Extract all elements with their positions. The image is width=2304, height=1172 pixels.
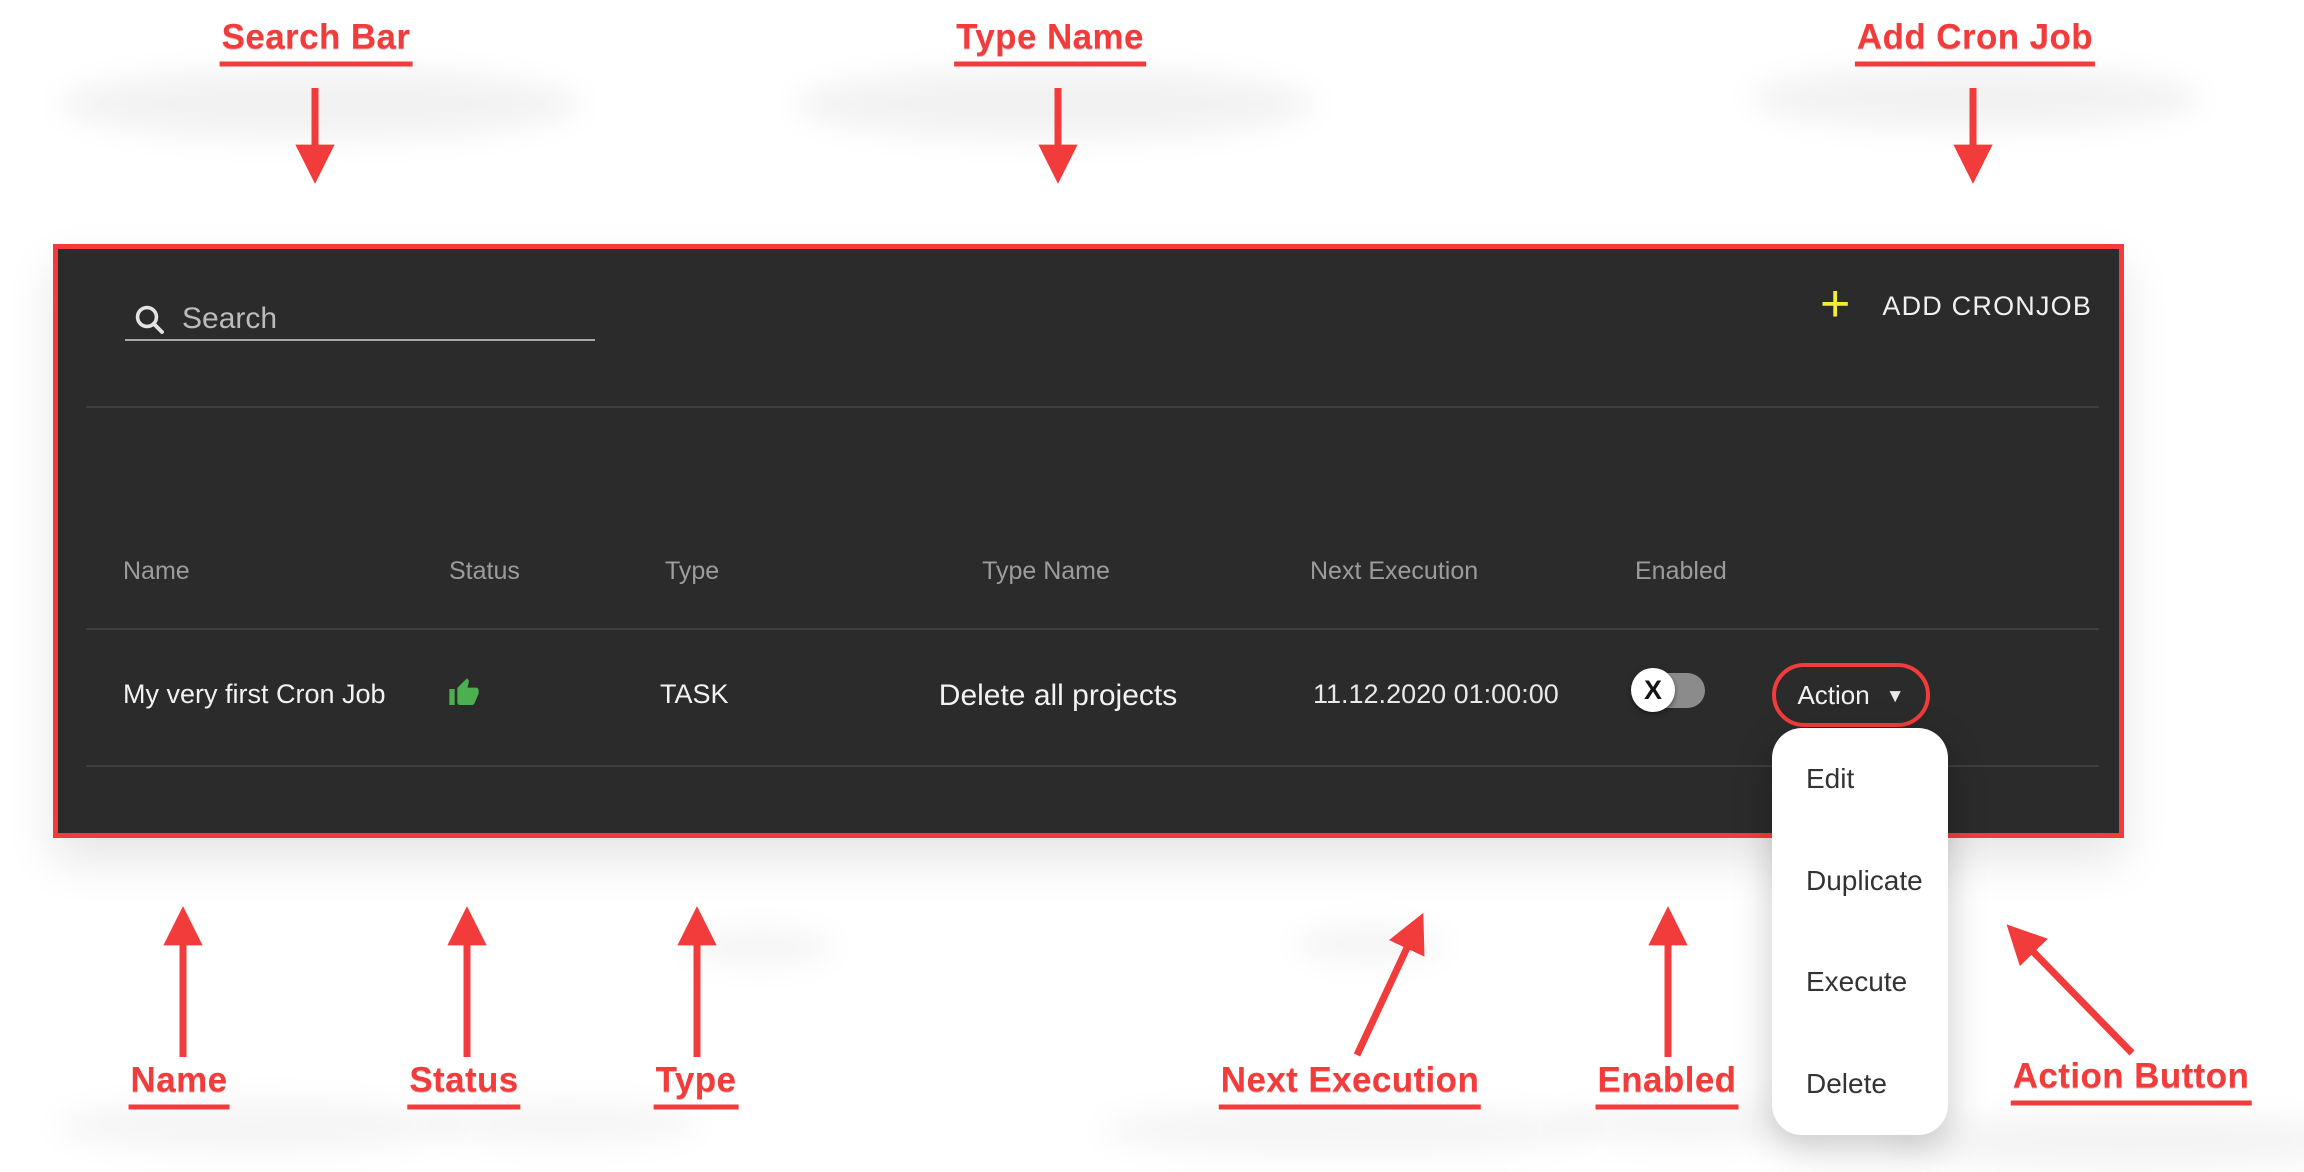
row-name: My very first Cron Job: [123, 679, 386, 709]
column-header-type-name: Type Name: [982, 557, 1110, 585]
annotation-type-name: Type Name: [954, 18, 1146, 67]
annotation-enabled: Enabled: [1595, 1061, 1739, 1110]
annotation-next-execution: Next Execution: [1218, 1061, 1482, 1110]
menu-item-duplicate[interactable]: Duplicate: [1806, 864, 1923, 896]
thumb-up-icon: [449, 678, 479, 705]
action-button-label: Action: [1797, 679, 1870, 710]
add-cronjob-label: ADD CRONJOB: [1882, 290, 2093, 321]
annotation-search-bar: Search Bar: [219, 18, 413, 67]
column-header-type: Type: [665, 557, 720, 585]
arrow-action-button: [2006, 924, 2135, 1056]
row-next-execution: 11.12.2020 01:00:00: [1313, 679, 1559, 709]
shadow-blob: [1100, 1104, 1590, 1156]
column-header-status: Status: [449, 557, 520, 585]
annotation-action-button: Action Button: [2010, 1057, 2252, 1106]
enabled-toggle[interactable]: X: [1631, 668, 1705, 712]
column-header-enabled: Enabled: [1635, 557, 1727, 585]
add-cronjob-button[interactable]: + ADD CRONJOB: [1808, 273, 2104, 339]
header-divider: [86, 628, 2099, 630]
menu-item-execute[interactable]: Execute: [1806, 966, 1908, 998]
action-button[interactable]: Action ▼: [1772, 663, 1930, 727]
chevron-down-icon: ▼: [1885, 686, 1905, 707]
annotation-type: Type: [653, 1061, 739, 1110]
search-field[interactable]: [125, 279, 595, 341]
column-header-name: Name: [123, 557, 190, 585]
shadow-blob: [685, 928, 835, 966]
row-divider: [86, 765, 2099, 767]
annotation-status: Status: [407, 1061, 521, 1110]
row-type: TASK: [660, 679, 729, 709]
shadow-blob: [60, 68, 580, 140]
shadow-blob: [55, 1100, 455, 1152]
search-icon: [135, 305, 164, 334]
action-dropdown-menu: Edit Duplicate Execute Delete: [1772, 728, 1948, 1135]
shadow-blob: [1750, 66, 2200, 130]
shadow-blob: [795, 68, 1315, 140]
shadow-blob: [1295, 925, 1445, 963]
toggle-knob: X: [1631, 668, 1675, 712]
column-header-next-execution: Next Execution: [1310, 557, 1479, 585]
plus-icon: +: [1820, 275, 1851, 333]
shadow-blob: [1890, 1112, 2304, 1170]
annotation-add-cron-job: Add Cron Job: [1854, 18, 2096, 67]
row-type-name: Delete all projects: [938, 679, 1178, 712]
toolbar-divider: [86, 406, 2099, 408]
menu-item-edit[interactable]: Edit: [1806, 762, 1855, 794]
menu-item-delete[interactable]: Delete: [1806, 1068, 1887, 1100]
search-input[interactable]: [180, 297, 584, 341]
annotation-name: Name: [128, 1061, 230, 1110]
